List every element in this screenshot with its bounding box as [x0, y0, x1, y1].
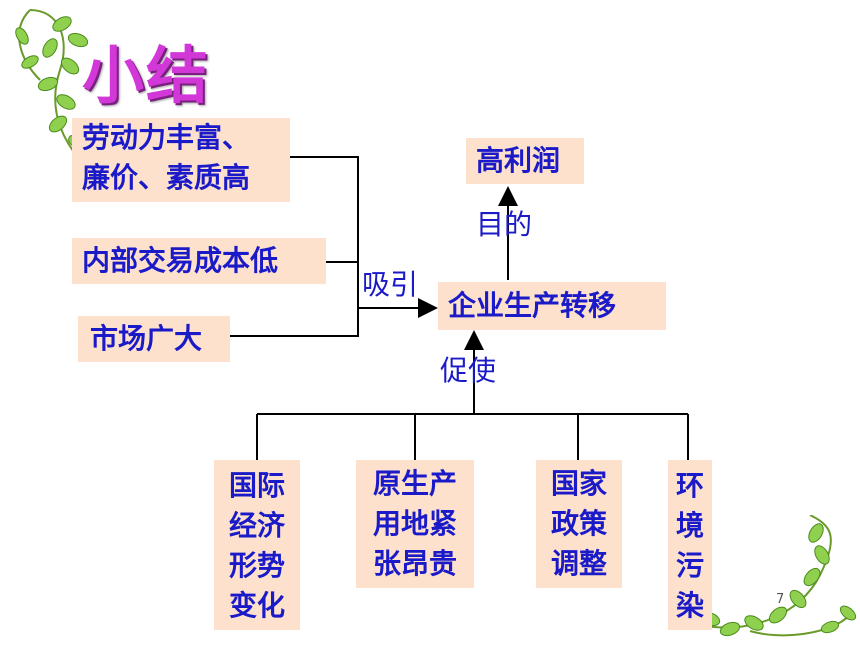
- goal-node: 高利润: [466, 138, 584, 184]
- factor-labor-line-1: 劳动力丰富、: [82, 121, 251, 154]
- driver-land-cost: 原生产 用地紧 张昂贵: [356, 460, 474, 588]
- vine-decoration-bottom-right: [699, 515, 857, 637]
- factor-labor-line-2: 廉价、素质高: [82, 161, 251, 194]
- driver-1-line-3: 形势: [228, 549, 285, 582]
- driver-4-line-1: 环: [675, 469, 704, 502]
- center-node: 企业生产转移: [438, 282, 666, 330]
- driver-4-line-4: 染: [675, 589, 704, 622]
- factor-labor: 劳动力丰富、 廉价、素质高: [72, 118, 290, 202]
- driver-4-line-3: 污: [675, 549, 704, 582]
- driver-international-economy: 国际 经济 形势 变化: [214, 460, 300, 630]
- driver-pollution: 环 境 污 染: [668, 460, 712, 630]
- driver-2-line-3: 张昂贵: [372, 547, 457, 580]
- factor-internal-trade: 内部交易成本低: [72, 238, 326, 284]
- label-attract: 吸引: [362, 268, 419, 301]
- driver-4-line-2: 境: [675, 509, 704, 542]
- driver-3-line-1: 国家: [550, 467, 607, 500]
- driver-3-line-2: 政策: [550, 507, 607, 540]
- slide-title: 小结: [82, 39, 211, 112]
- label-promote: 促使: [440, 354, 497, 387]
- factor-market: 市场广大: [78, 316, 230, 362]
- driver-policy: 国家 政策 调整: [536, 460, 622, 588]
- driver-1-line-1: 国际: [228, 469, 285, 502]
- driver-3-line-3: 调整: [550, 547, 607, 580]
- driver-2-line-2: 用地紧: [372, 507, 457, 540]
- label-purpose: 目的: [476, 208, 533, 241]
- driver-2-line-1: 原生产: [372, 467, 457, 500]
- driver-1-line-4: 变化: [228, 589, 285, 622]
- driver-1-line-2: 经济: [228, 509, 285, 542]
- page-number: 7: [776, 592, 785, 607]
